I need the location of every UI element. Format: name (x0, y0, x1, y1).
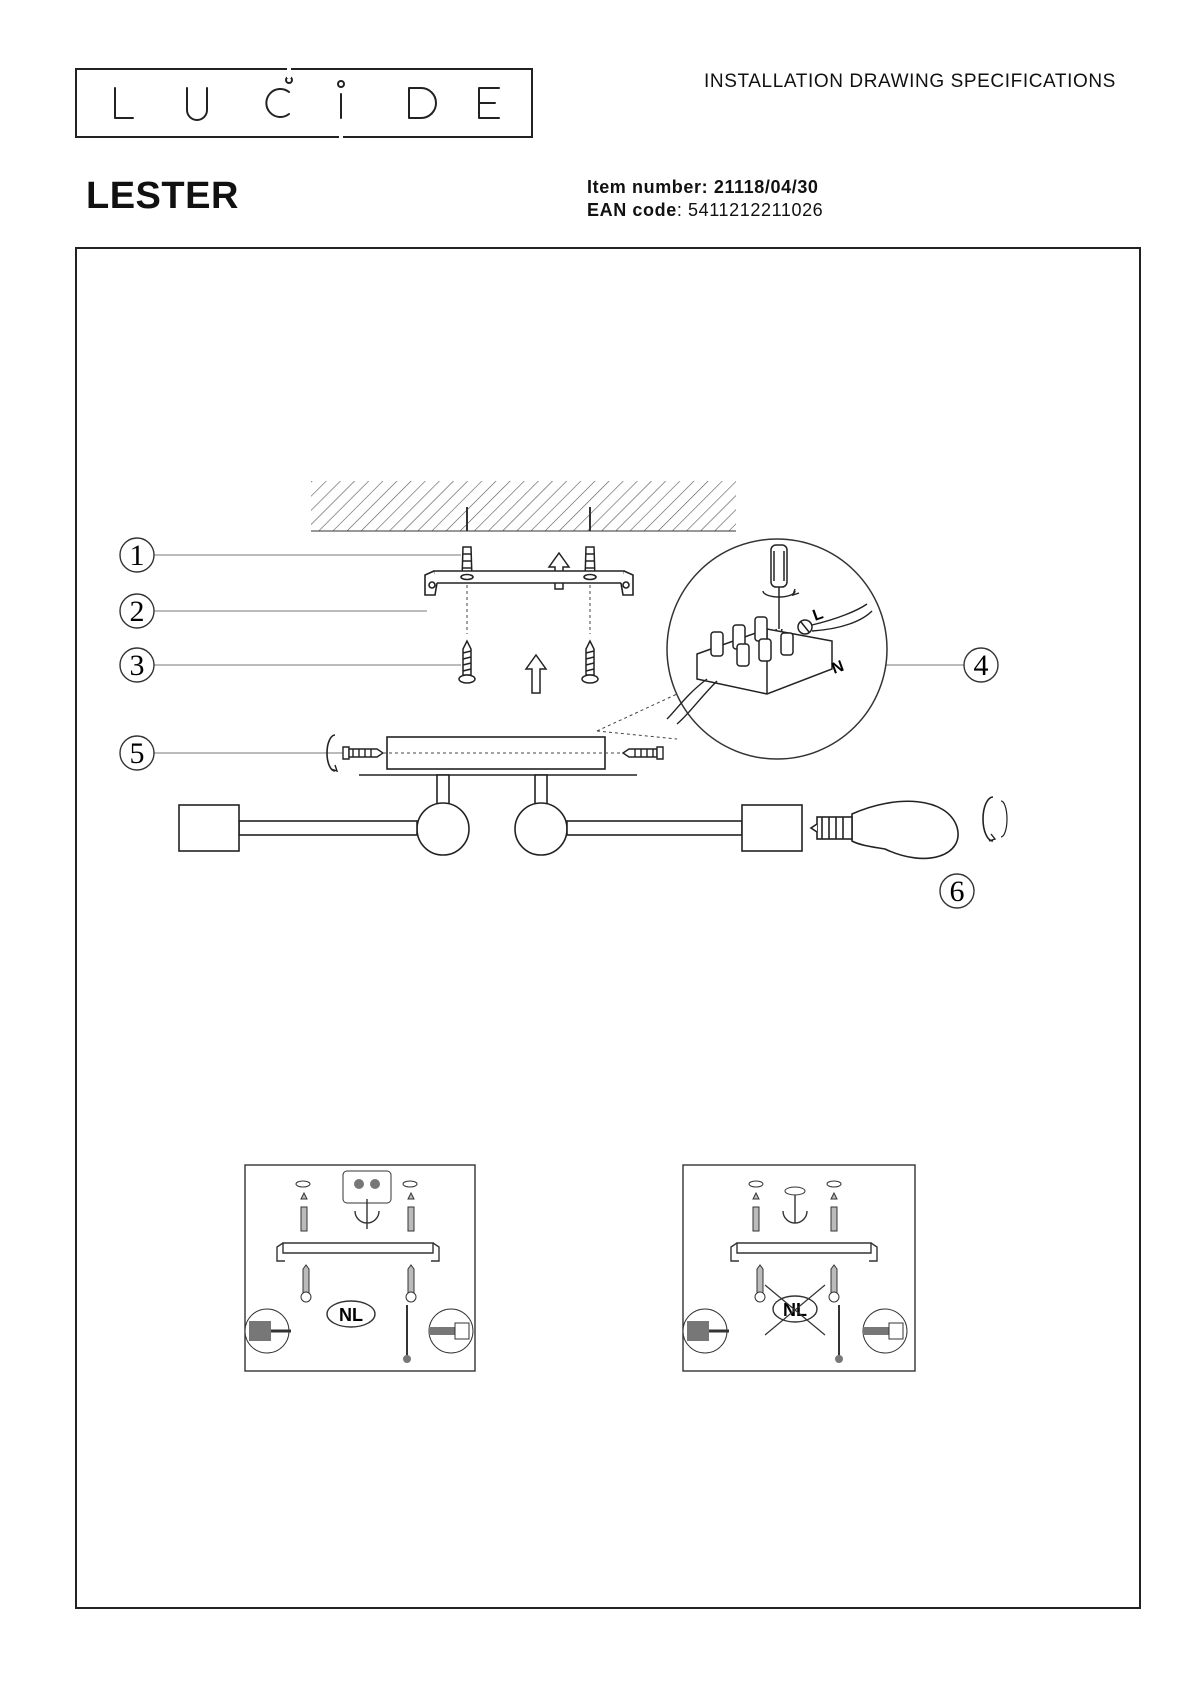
product-meta: Item number: 21118/04/30 EAN code: 54112… (587, 176, 823, 222)
detail-box-right: NL (682, 1164, 916, 1372)
detail-box-left: NL (244, 1164, 476, 1372)
bulb-icon (809, 800, 959, 860)
screw-icon (458, 639, 599, 684)
callout-5: 5 (130, 737, 145, 770)
callout-1: 1 (130, 539, 145, 572)
item-number: 21118/04/30 (713, 177, 819, 197)
mounting-bracket (424, 570, 634, 596)
drawing-frame: 1 2 3 4 5 6 (75, 247, 1141, 1609)
callout-4: 4 (974, 649, 989, 682)
ean-value: : 5411212211026 (676, 200, 824, 220)
left-badge-text: NL (339, 1305, 363, 1325)
ean-row: EAN code: 5411212211026 (587, 199, 823, 222)
rotate-icon (982, 796, 994, 842)
item-number-label: Item number: (587, 177, 709, 197)
arrow-up-icon (524, 653, 548, 694)
callout-3: 3 (130, 649, 145, 682)
side-screw-icon (342, 746, 664, 760)
lamp-holder (178, 804, 803, 852)
wiring-detail: L N (596, 538, 888, 760)
spec-title: INSTALLATION DRAWING SPECIFICATIONS (704, 71, 1116, 92)
sphere-joint (416, 802, 568, 856)
canopy (359, 736, 637, 776)
ean-label: EAN code (587, 200, 677, 220)
terminal-block (696, 616, 833, 695)
product-name: LESTER (86, 175, 239, 217)
installation-diagram: 1 2 3 4 5 6 (119, 481, 1008, 1372)
lucide-logo (75, 68, 533, 138)
wire-label-neutral: N (830, 658, 847, 678)
callout-2: 2 (130, 595, 145, 628)
item-number-row: Item number: 21118/04/30 (587, 176, 823, 199)
ceiling-hatch (311, 481, 736, 531)
callout-6: 6 (950, 875, 965, 908)
